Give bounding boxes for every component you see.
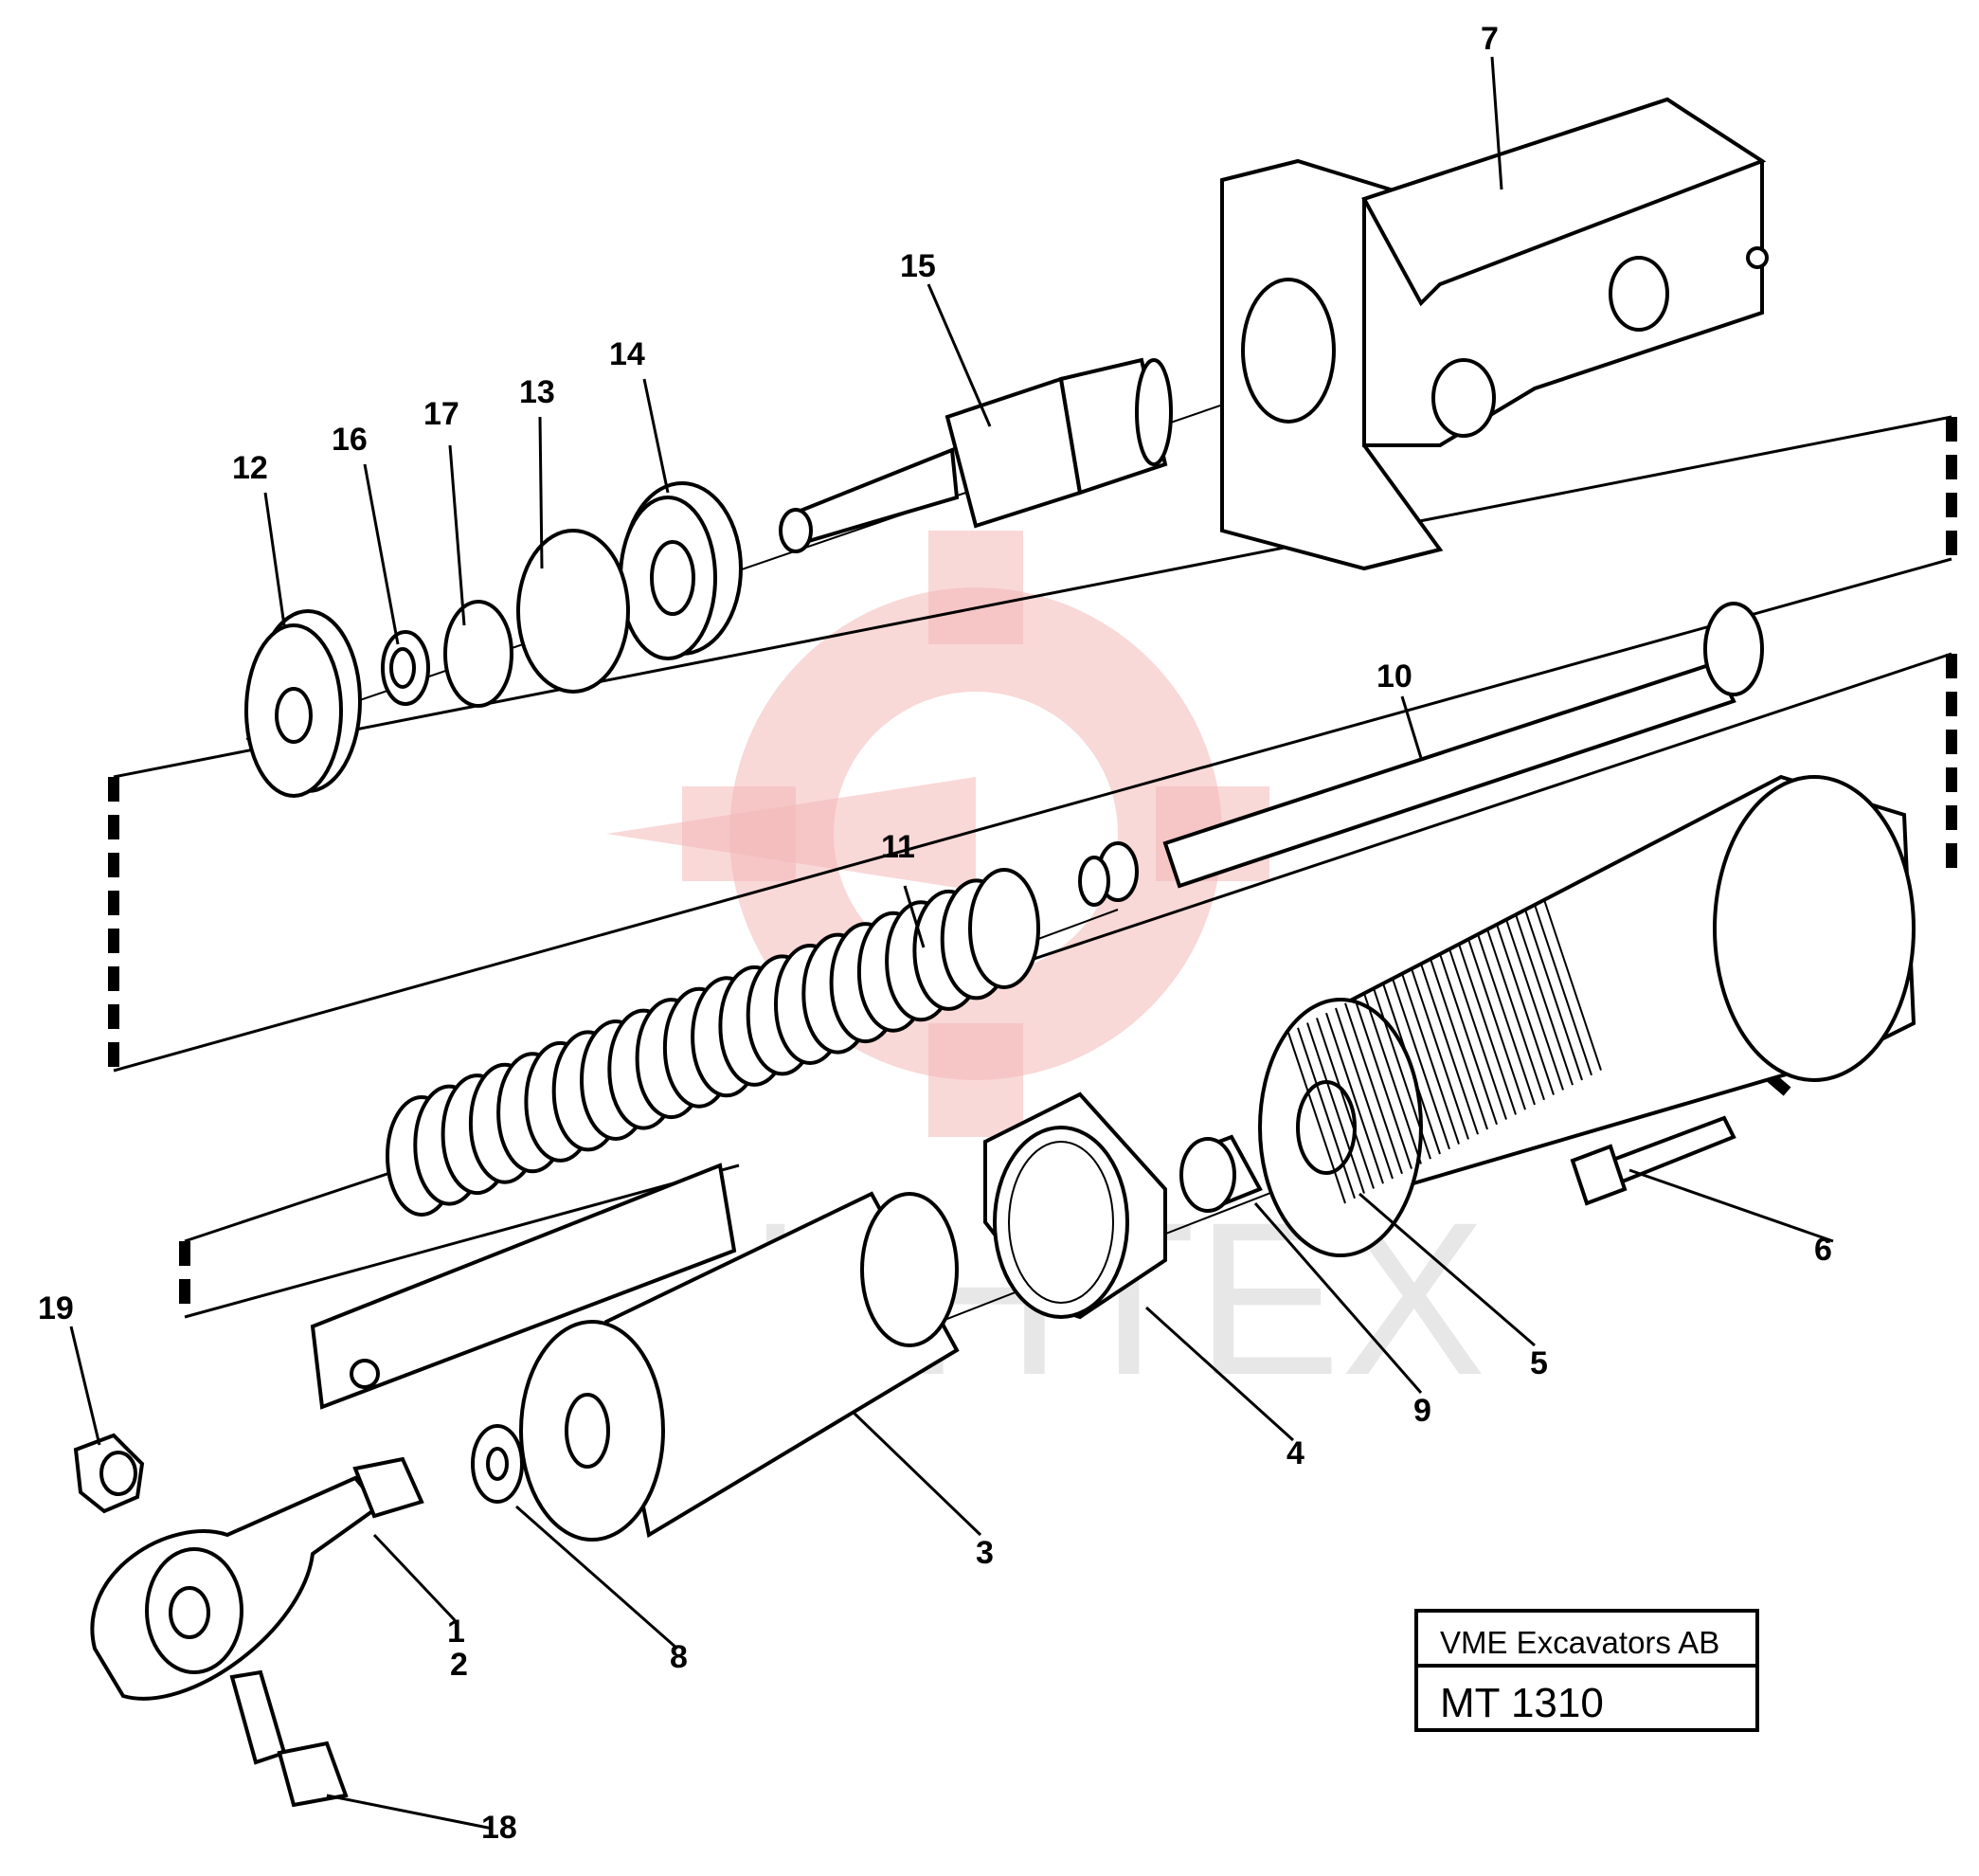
- callout-10: 10: [1376, 658, 1412, 694]
- callout-9: 9: [1413, 1393, 1431, 1429]
- valve-block: [1220, 97, 1769, 571]
- title-block: VME Excavators AB MT 1310: [1414, 1609, 1759, 1732]
- thread-line: [1297, 1027, 1356, 1200]
- thread-line: [1420, 963, 1479, 1135]
- callout-8: 8: [670, 1639, 688, 1675]
- thread-line: [1382, 983, 1441, 1155]
- callout-13: 13: [519, 374, 555, 410]
- cylinder-housing: [519, 1191, 960, 1542]
- thread-line: [1534, 904, 1592, 1076]
- thread-line: [1543, 899, 1602, 1071]
- drawing-number: MT 1310: [1440, 1680, 1604, 1726]
- cylinder-body: [1258, 774, 1916, 1257]
- thread-line: [1524, 909, 1583, 1081]
- thread-line: [1486, 929, 1545, 1101]
- washer-8: [471, 1424, 524, 1504]
- company-name: VME Excavators AB: [1440, 1625, 1719, 1660]
- thread-line: [1477, 933, 1536, 1106]
- thread-line: [1448, 948, 1507, 1120]
- small-washer: [381, 630, 430, 706]
- spring: [386, 868, 1040, 1217]
- bracket-bar: [310, 1163, 737, 1410]
- o-ring: [443, 600, 513, 708]
- thread-line: [1467, 938, 1526, 1110]
- rod-end: [90, 1456, 424, 1701]
- dashed-connectors: [108, 417, 1957, 1317]
- thread-line: [1458, 944, 1517, 1115]
- callout-2: 2: [450, 1647, 468, 1683]
- spool: [779, 357, 1173, 553]
- thread-line: [1401, 973, 1460, 1145]
- rod: [1078, 602, 1764, 907]
- callout-19: 19: [38, 1290, 74, 1326]
- thread-line: [1363, 993, 1422, 1164]
- thread-line: [1515, 913, 1574, 1086]
- thread-line: [1344, 1002, 1403, 1175]
- end-plate: [244, 609, 362, 798]
- thread-line: [1335, 1007, 1394, 1180]
- bushing: [1179, 1134, 1263, 1213]
- callout-17: 17: [423, 396, 459, 432]
- bolt-6: [1570, 1115, 1736, 1206]
- callout-15: 15: [900, 248, 936, 284]
- callout-5: 5: [1530, 1345, 1548, 1381]
- leader-lines: [69, 56, 1834, 1831]
- thread-line: [1306, 1022, 1365, 1194]
- thread-line: [1325, 1012, 1384, 1184]
- hex-nut: [983, 1091, 1167, 1320]
- callout-3: 3: [976, 1535, 994, 1571]
- callout-1: 1: [447, 1614, 465, 1650]
- spring-coil: [968, 868, 1040, 989]
- ring: [516, 529, 630, 694]
- thread-line: [1287, 1032, 1346, 1204]
- thread-line: [1373, 987, 1431, 1160]
- thread-line: [1411, 968, 1469, 1140]
- bolt-18: [229, 1669, 349, 1808]
- sleeve: [619, 481, 743, 660]
- thread-line: [1439, 953, 1498, 1126]
- thread-line: [1392, 978, 1450, 1150]
- thread-line: [1316, 1018, 1375, 1189]
- callout-11: 11: [881, 829, 915, 865]
- callout-16: 16: [332, 422, 368, 458]
- callout-4: 4: [1286, 1435, 1304, 1471]
- callout-6: 6: [1814, 1232, 1832, 1268]
- callout-14: 14: [609, 336, 645, 372]
- thread-line: [1496, 924, 1555, 1095]
- thread-line: [1505, 919, 1564, 1091]
- callout-7: 7: [1481, 21, 1499, 57]
- callouts: 1 2 3 4 5 6 7 8 9 10 11 12 13 14 15 16 1…: [38, 21, 1832, 1846]
- thread-line: [1430, 958, 1488, 1130]
- callout-18: 18: [481, 1810, 517, 1846]
- callout-12: 12: [232, 450, 268, 486]
- small-nut: [73, 1433, 145, 1514]
- thread-line: [1354, 998, 1412, 1169]
